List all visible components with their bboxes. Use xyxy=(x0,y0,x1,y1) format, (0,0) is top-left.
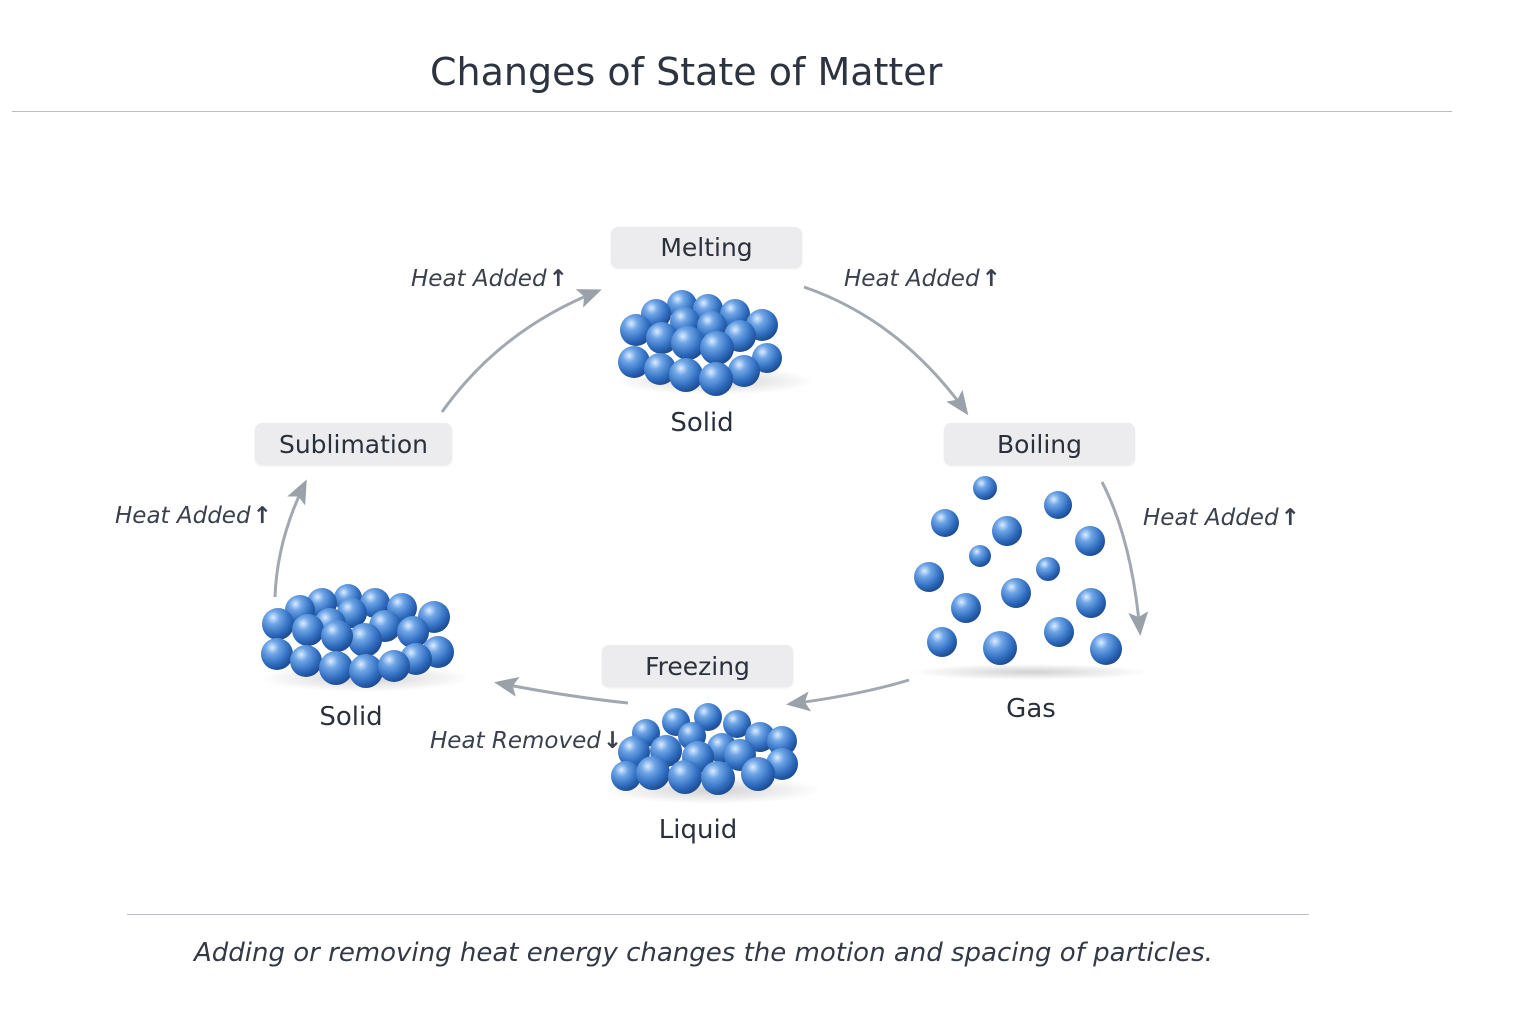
heat-added-label-melting-boiling: Heat Added↑ xyxy=(844,266,1001,292)
freezing-label-box: Freezing xyxy=(602,645,793,687)
up-arrow-icon: ↑ xyxy=(981,266,1001,292)
heat-added-text: Heat Added xyxy=(411,266,547,292)
heat-added-text: Heat Added xyxy=(1143,505,1279,531)
sublimation-label-box: Sublimation xyxy=(255,423,452,465)
gas-particles xyxy=(910,476,1150,680)
state-label-liquid: Liquid xyxy=(658,815,738,845)
melting-label: Melting xyxy=(660,233,753,262)
up-arrow-icon: ↑ xyxy=(548,266,568,292)
heat-removed-text: Heat Removed xyxy=(430,728,601,754)
melting-label-box: Melting xyxy=(611,227,802,268)
arrow-sublimation-to-melting xyxy=(440,289,602,413)
heat-added-text: Heat Added xyxy=(115,503,251,529)
solid-particles-top xyxy=(615,290,815,396)
heat-added-label-sublimation: Heat Added↑ xyxy=(115,503,272,529)
page-title: Changes of State of Matter xyxy=(430,50,943,94)
solid-particles-left xyxy=(260,584,470,692)
sublimation-label: Sublimation xyxy=(278,429,429,459)
down-arrow-icon: ↓ xyxy=(602,728,623,754)
state-label-solid-top: Solid xyxy=(670,408,734,438)
up-arrow-icon: ↑ xyxy=(1280,505,1300,531)
heat-added-text: Heat Added xyxy=(844,266,980,292)
boiling-label: Boiling xyxy=(997,429,1082,459)
bottom-divider xyxy=(127,914,1309,915)
boiling-label-box: Boiling xyxy=(944,423,1135,465)
state-label-gas: Gas xyxy=(1006,694,1056,724)
state-label-solid-left: Solid xyxy=(319,702,383,732)
caption: Adding or removing heat energy changes t… xyxy=(194,938,1213,968)
top-divider xyxy=(12,111,1452,112)
arrow-boiling-down xyxy=(1100,481,1149,636)
arrow-melting-to-boiling xyxy=(803,285,969,416)
heat-added-label-boiling: Heat Added↑ xyxy=(1143,505,1300,531)
liquid-particles xyxy=(602,703,822,804)
up-arrow-icon: ↑ xyxy=(252,503,272,529)
freezing-label: Freezing xyxy=(645,651,750,681)
arrow-gas-to-liquid xyxy=(786,678,910,712)
heat-removed-label-freezing: Heat Removed↓ xyxy=(430,728,622,754)
arrow-liquid-to-solid xyxy=(494,677,629,705)
arrow-solid-to-sublimation xyxy=(273,479,307,598)
heat-added-label-sublimation-melting: Heat Added↑ xyxy=(411,266,568,292)
